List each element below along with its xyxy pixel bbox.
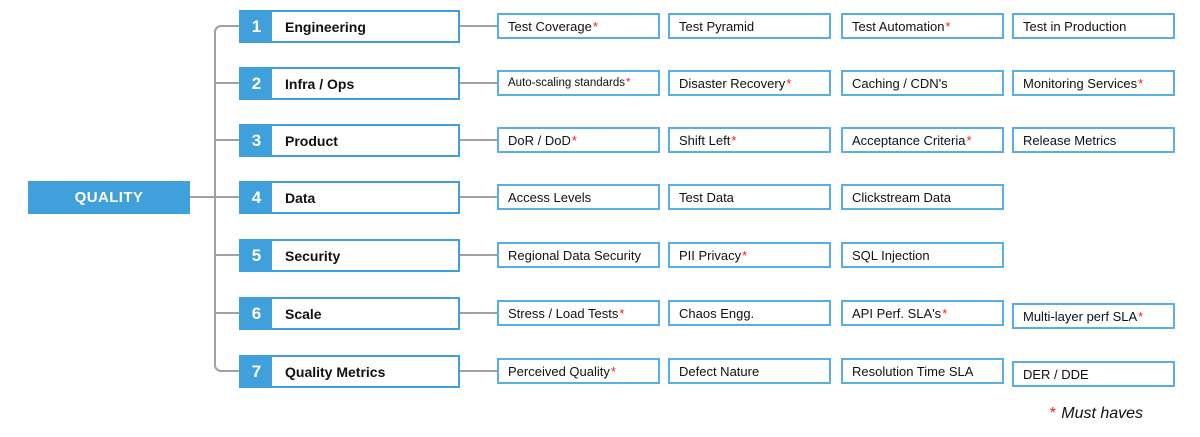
leaf-node-der-dde: DER / DDE (1012, 361, 1175, 387)
leaf-node-perceived-quality: Perceived Quality* (497, 358, 660, 384)
must-have-asterisk-icon: * (619, 305, 625, 321)
root-node-label: QUALITY (74, 189, 144, 206)
leaf-label: Access Levels (508, 189, 592, 205)
leaf-node-chaos-engg: Chaos Engg. (668, 300, 831, 326)
leaf-label: Test Automation (852, 18, 945, 34)
must-have-asterisk-icon: * (966, 132, 972, 148)
must-have-asterisk-icon: * (592, 18, 598, 34)
leaf-label: Chaos Engg. (679, 305, 755, 321)
leaf-label: PII Privacy (679, 247, 742, 263)
leaf-node-sql-injection: SQL Injection (841, 242, 1004, 268)
category-label: Scale (285, 305, 322, 322)
category-number-badge: 4 (241, 183, 272, 212)
leaf-node-disaster-recovery: Disaster Recovery* (668, 70, 831, 96)
leaf-label: Defect Nature (679, 363, 760, 379)
leaf-node-auto-scaling-standards: Auto-scaling standards* (497, 70, 660, 96)
legend-must-haves: * Must haves (1048, 405, 1143, 423)
leaf-node-test-automation: Test Automation* (841, 13, 1004, 39)
leaf-node-caching-cdn-s: Caching / CDN's (841, 70, 1004, 96)
must-have-asterisk-icon: * (742, 247, 748, 263)
must-have-asterisk-icon: * (942, 305, 948, 321)
category-number-badge: 2 (241, 69, 272, 98)
leaf-node-regional-data-security: Regional Data Security (497, 242, 660, 268)
leaf-label: Regional Data Security (508, 247, 641, 263)
must-have-asterisk-icon: * (1138, 308, 1144, 324)
category-label: Security (285, 247, 341, 264)
leaf-label: Test Coverage (508, 18, 592, 34)
must-have-asterisk-icon: * (731, 132, 737, 148)
leaf-node-stress-load-tests: Stress / Load Tests* (497, 300, 660, 326)
category-node-quality-metrics: 7 Quality Metrics (239, 355, 460, 388)
leaf-label: Test Data (679, 189, 734, 205)
must-have-asterisk-icon: * (786, 75, 792, 91)
leaf-node-clickstream-data: Clickstream Data (841, 184, 1004, 210)
must-have-asterisk-icon: * (1138, 75, 1144, 91)
leaf-node-monitoring-services: Monitoring Services* (1012, 70, 1175, 96)
leaf-node-test-pyramid: Test Pyramid (668, 13, 831, 39)
category-node-security: 5 Security (239, 239, 460, 272)
leaf-label: Disaster Recovery (679, 75, 786, 91)
leaf-label: API Perf. SLA's (852, 305, 942, 321)
category-number-badge: 1 (241, 12, 272, 41)
category-number-badge: 6 (241, 299, 272, 328)
leaf-label: Acceptance Criteria (852, 132, 966, 148)
must-have-asterisk-icon: * (945, 18, 951, 34)
leaf-label: Test Pyramid (679, 18, 755, 34)
leaf-label: Test in Production (1023, 18, 1127, 34)
category-label: Engineering (285, 18, 366, 35)
category-label: Infra / Ops (285, 75, 355, 92)
leaf-node-access-levels: Access Levels (497, 184, 660, 210)
leaf-label: Monitoring Services (1023, 75, 1138, 91)
leaf-node-pii-privacy: PII Privacy* (668, 242, 831, 268)
leaf-label: DoR / DoD (508, 132, 571, 148)
category-number-badge: 5 (241, 241, 272, 270)
root-node-quality: QUALITY (28, 181, 190, 214)
legend-label: Must haves (1061, 405, 1144, 422)
leaf-node-dor-dod: DoR / DoD* (497, 127, 660, 153)
category-number-badge: 3 (241, 126, 272, 155)
leaf-node-api-perf-sla-s: API Perf. SLA's* (841, 300, 1004, 326)
category-node-product: 3 Product (239, 124, 460, 157)
category-node-engineering: 1 Engineering (239, 10, 460, 43)
leaf-node-test-coverage: Test Coverage* (497, 13, 660, 39)
leaf-node-multi-layer-perf-sla: Multi-layer perf SLA* (1012, 303, 1175, 329)
category-label: Quality Metrics (285, 363, 386, 380)
must-have-asterisk-icon: * (610, 363, 616, 379)
leaf-label: Auto-scaling standards (508, 77, 625, 89)
category-label: Product (285, 132, 338, 149)
leaf-label: DER / DDE (1023, 366, 1089, 382)
must-have-asterisk-icon: * (571, 132, 577, 148)
category-node-infra-ops: 2 Infra / Ops (239, 67, 460, 100)
category-label: Data (285, 189, 316, 206)
leaf-label: Perceived Quality (508, 363, 610, 379)
leaf-node-release-metrics: Release Metrics (1012, 127, 1175, 153)
category-node-data: 4 Data (239, 181, 460, 214)
leaf-node-defect-nature: Defect Nature (668, 358, 831, 384)
leaf-label: Multi-layer perf SLA (1023, 308, 1138, 324)
leaf-label: Stress / Load Tests (508, 305, 619, 321)
leaf-node-acceptance-criteria: Acceptance Criteria* (841, 127, 1004, 153)
leaf-node-resolution-time-sla: Resolution Time SLA (841, 358, 1004, 384)
leaf-label: Clickstream Data (852, 189, 951, 205)
must-have-asterisk-icon: * (625, 77, 631, 89)
leaf-node-test-data: Test Data (668, 184, 831, 210)
leaf-node-shift-left: Shift Left* (668, 127, 831, 153)
leaf-node-test-in-production: Test in Production (1012, 13, 1175, 39)
leaf-label: Caching / CDN's (852, 75, 948, 91)
category-number-badge: 7 (241, 357, 272, 386)
leaf-label: SQL Injection (852, 247, 930, 263)
legend-asterisk-icon: * (1049, 405, 1056, 422)
leaf-label: Resolution Time SLA (852, 363, 974, 379)
leaf-label: Shift Left (679, 132, 731, 148)
category-node-scale: 6 Scale (239, 297, 460, 330)
leaf-label: Release Metrics (1023, 132, 1117, 148)
